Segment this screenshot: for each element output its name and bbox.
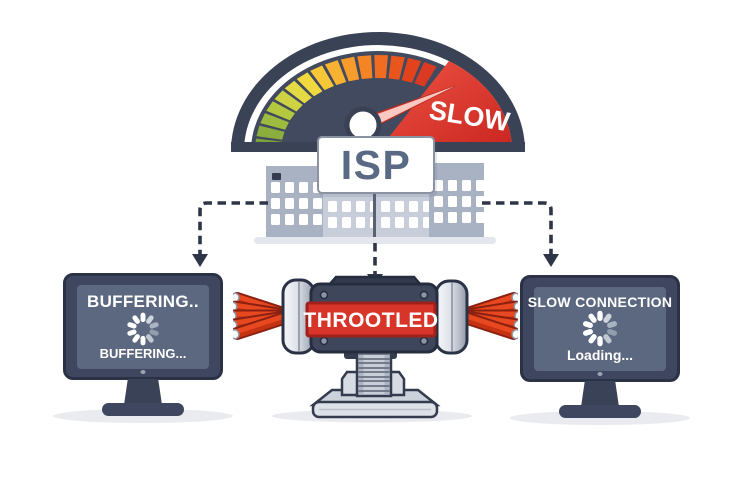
clamp-banner <box>305 301 437 338</box>
clamp-body-hump <box>327 275 423 286</box>
monitor-camera-dot <box>597 372 603 376</box>
monitor-stand <box>124 379 162 405</box>
roof-vent <box>272 173 281 180</box>
building-left-tower <box>266 166 323 240</box>
monitor-camera-dot <box>140 370 146 374</box>
monitor-frame: BUFFERING.. BUFFERING. <box>63 273 223 380</box>
cable-bundle-right <box>456 292 518 340</box>
connector-right <box>482 201 553 254</box>
building-mid-left <box>323 191 379 240</box>
clamp-screw <box>355 348 393 398</box>
monitor-buffering: BUFFERING.. BUFFERING. <box>53 273 233 423</box>
monitor-frame: SLOW CONNECTION Loadin <box>520 275 680 382</box>
gauge-color-segments <box>255 55 437 150</box>
monitor-base <box>559 405 641 418</box>
buffering-caption: BUFFERING... <box>99 346 187 361</box>
cable-bundle-left <box>233 292 295 340</box>
loading-spinner-icon <box>582 310 618 347</box>
loading-caption: Loading... <box>566 347 634 363</box>
gauge-hub-inner <box>355 117 371 133</box>
building-windows <box>323 191 379 228</box>
building-windows <box>376 191 432 228</box>
monitor-shadow <box>510 411 690 425</box>
buffering-title: BUFFERING.. <box>87 292 199 311</box>
speedometer-gauge: SLOW <box>231 32 525 152</box>
gauge-needle-highlight <box>361 86 455 128</box>
building-mid-right <box>376 191 432 240</box>
monitor-base <box>102 403 184 416</box>
building-windows <box>429 163 485 223</box>
building-seam <box>373 191 376 240</box>
monitor-stand <box>581 381 619 407</box>
isp-building <box>254 163 496 244</box>
building-right-tower <box>429 163 485 240</box>
slow-connection-title: SLOW CONNECTION <box>527 294 673 310</box>
isp-label: ISP <box>340 141 412 188</box>
gauge-red-zone <box>378 61 513 151</box>
monitor-shadow <box>53 409 233 423</box>
monitor-screen: BUFFERING.. BUFFERING. <box>77 285 209 369</box>
connector-left <box>198 201 268 254</box>
throttle-clamp: THROOTLED <box>233 275 518 423</box>
throttled-label: THROOTLED <box>303 309 438 332</box>
monitor-screen: SLOW CONNECTION Loadin <box>528 287 672 371</box>
monitor-slow-connection: SLOW CONNECTION Loadin <box>510 275 690 425</box>
down-arrowhead-icon <box>543 254 559 267</box>
down-arrowhead-icon <box>192 254 208 267</box>
loading-spinner-icon <box>127 312 159 346</box>
building-ground-shadow <box>254 237 496 244</box>
isp-label-box: ISP <box>317 136 435 194</box>
